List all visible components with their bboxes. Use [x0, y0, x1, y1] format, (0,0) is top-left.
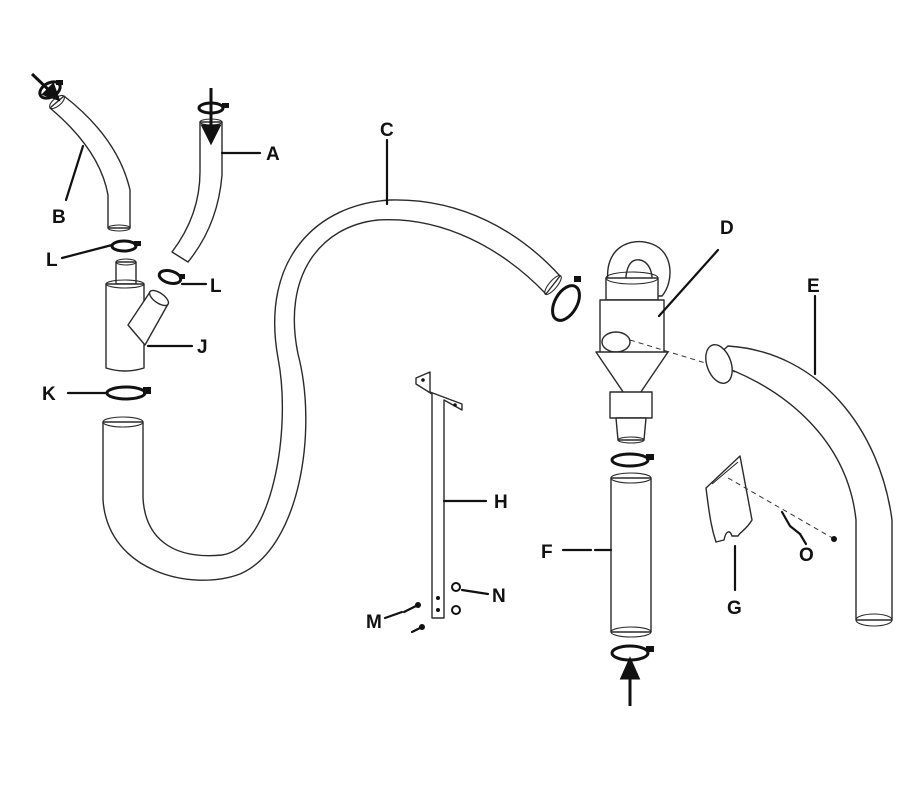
- clamp-k: [107, 387, 151, 399]
- label-d: D: [720, 218, 734, 239]
- cyclone-separator-d: [596, 242, 670, 443]
- label-e: E: [807, 276, 820, 297]
- clamp-bottom-f: [612, 646, 654, 660]
- label-b: B: [52, 207, 66, 228]
- label-h: H: [494, 492, 508, 513]
- label-f: F: [541, 542, 553, 563]
- label-l-left: L: [46, 250, 58, 271]
- tube-f: [611, 473, 651, 637]
- hose-a: [172, 119, 222, 262]
- y-connector-j: [106, 259, 171, 371]
- arrow-into-hose-b: [32, 74, 58, 99]
- clamp-l-right: [158, 268, 185, 285]
- label-c: C: [380, 120, 394, 141]
- clamp-top-f: [612, 454, 654, 466]
- label-l-right: L: [210, 276, 222, 297]
- hardware-o: [782, 512, 837, 542]
- arrow-into-tube-f: [622, 660, 638, 706]
- arrow-into-hose-a: [203, 88, 219, 142]
- bolts-m: [404, 602, 425, 632]
- hose-c: [103, 200, 564, 580]
- clamp-l-left: [112, 241, 141, 251]
- label-k: K: [42, 384, 56, 405]
- clamp-top-a: [199, 103, 229, 113]
- label-o: O: [799, 545, 814, 566]
- label-n: N: [492, 586, 506, 607]
- label-a: A: [266, 144, 280, 165]
- label-m: M: [366, 612, 382, 633]
- support-bar-h: [416, 372, 462, 618]
- label-j: J: [197, 337, 208, 358]
- nuts-n: [452, 583, 460, 614]
- label-g: G: [727, 598, 742, 619]
- bracket-g: [706, 456, 752, 542]
